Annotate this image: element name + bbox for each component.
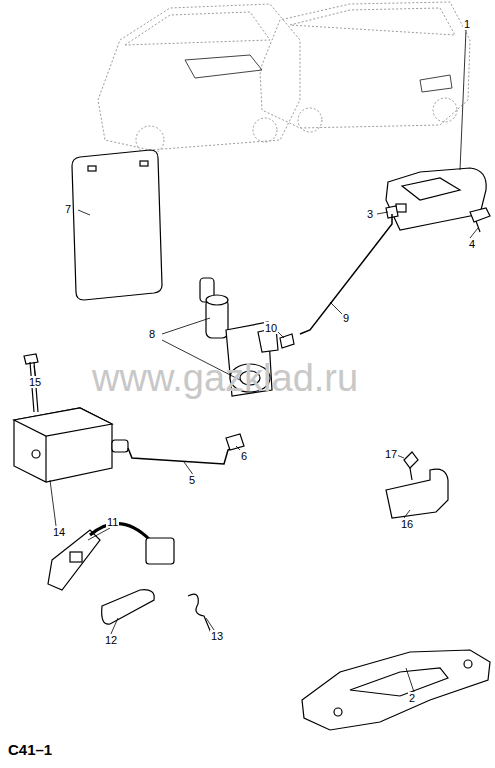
- callout-number: 3: [366, 208, 374, 220]
- callout-number: 8: [148, 328, 156, 340]
- car-outlines: [98, 2, 470, 154]
- callout-number: 17: [384, 448, 398, 460]
- plate-2: [302, 650, 490, 730]
- rod-5: [128, 446, 236, 464]
- callout-number: 16: [400, 518, 414, 530]
- bracket-16: [386, 469, 448, 518]
- lever-12: [102, 590, 155, 624]
- callout-number: 5: [188, 474, 196, 486]
- callout-number: 13: [210, 630, 224, 642]
- callout-number: 7: [64, 203, 72, 215]
- callout-number: 2: [408, 692, 416, 704]
- bracket-1: [386, 168, 486, 230]
- harness-11: [48, 530, 100, 590]
- cover-7: [72, 150, 162, 300]
- callout-number: 4: [468, 238, 476, 250]
- rod-9: [300, 214, 392, 334]
- callout-number: 10: [264, 322, 278, 334]
- bolt-17: [404, 452, 418, 468]
- callout-number: 1: [463, 18, 471, 30]
- bolt-15: [24, 354, 38, 364]
- callout-number: 11: [106, 516, 119, 528]
- car-lid-detail: [185, 55, 452, 92]
- leader-lines: [34, 30, 478, 692]
- actuator-14: [14, 408, 112, 482]
- callout-number: 12: [104, 634, 118, 646]
- watermark: www.gazklad.ru: [92, 358, 358, 398]
- callout-number: 6: [240, 450, 248, 462]
- screw-4: [470, 208, 490, 222]
- parts: [14, 150, 490, 730]
- callout-number: 14: [52, 526, 66, 538]
- figure-code: C41–1: [8, 742, 52, 758]
- callout-number: 15: [28, 376, 42, 388]
- callout-number: 9: [342, 312, 350, 324]
- clip-6: [226, 434, 244, 450]
